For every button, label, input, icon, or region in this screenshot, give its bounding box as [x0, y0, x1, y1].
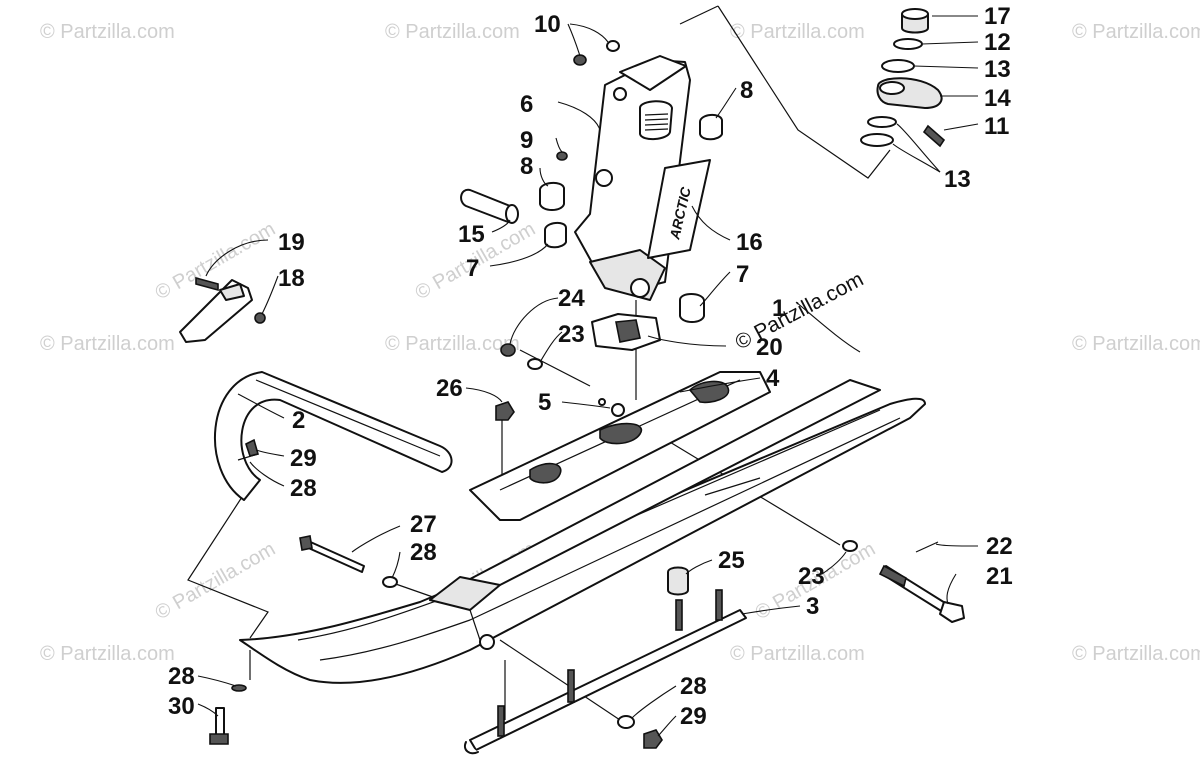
lower-hardware: [209, 684, 663, 749]
callout-8: 8: [520, 153, 533, 180]
callout-10: 10: [534, 11, 561, 38]
callout-5: 5: [538, 389, 551, 416]
leader-lines: [197, 15, 979, 737]
watermark-text: © Partzilla.com: [40, 333, 175, 355]
ski-loop: [214, 371, 453, 501]
callout-17: 17: [984, 3, 1011, 30]
saddle-hardware: [495, 343, 543, 421]
callout-labels: 10 17 12 13 14 11 13 8 6 9 8 15 16 7 7 1…: [168, 3, 1013, 730]
callout-3: 3: [806, 593, 819, 620]
ski: [239, 379, 926, 684]
callout-20: 20: [756, 334, 783, 361]
side-bracket: [179, 276, 266, 343]
callout-24: 24: [558, 285, 585, 312]
callout-27: 27: [410, 511, 437, 538]
callout-13: 13: [984, 56, 1011, 83]
callout-14: 14: [984, 85, 1011, 112]
callout-2: 2: [292, 407, 305, 434]
bolt-assembly: [842, 540, 965, 623]
callout-29: 29: [290, 445, 317, 472]
callout-19: 19: [278, 229, 305, 256]
callout-11: 11: [984, 113, 1009, 140]
watermark-text: © Partzilla.com: [152, 218, 280, 304]
watermark-text: © Partzilla.com: [152, 538, 280, 624]
watermark-text: © Partzilla.com: [40, 21, 175, 43]
ski-saddle: [469, 371, 771, 521]
callout-28: 28: [290, 475, 317, 502]
spacer-block: [591, 313, 661, 351]
callout-23: 23: [558, 321, 585, 348]
callout-28: 28: [680, 673, 707, 700]
callout-22: 22: [986, 533, 1013, 560]
callout-28: 28: [410, 539, 437, 566]
callout-13: 13: [944, 166, 971, 193]
steering-arm-clamp: [860, 8, 946, 148]
callout-1: 1: [772, 295, 785, 322]
upper-hardware: [539, 40, 723, 211]
wear-bar: [464, 566, 747, 755]
watermark-text: © Partzilla.com: [1072, 333, 1200, 355]
callout-29: 29: [680, 703, 707, 730]
callout-28: 28: [168, 663, 195, 690]
watermark-text: © Partzilla.com: [730, 21, 865, 43]
watermark-text: © Partzilla.com: [1072, 21, 1200, 43]
callout-15: 15: [458, 221, 485, 248]
callout-26: 26: [436, 375, 463, 402]
watermark-text: © Partzilla.com: [40, 643, 175, 665]
decal: ARCTIC: [647, 159, 711, 259]
watermark-text: © Partzilla.com: [385, 21, 520, 43]
callout-12: 12: [984, 29, 1011, 56]
callout-9: 9: [520, 127, 533, 154]
callout-8: 8: [740, 77, 753, 104]
callout-21: 21: [986, 563, 1013, 590]
callout-7: 7: [466, 255, 479, 282]
callout-4: 4: [766, 365, 780, 392]
callout-30: 30: [168, 693, 195, 720]
callout-6: 6: [520, 91, 533, 118]
callout-23: 23: [798, 563, 825, 590]
watermark-center: © Partzilla.com: [732, 268, 868, 355]
callout-18: 18: [278, 265, 305, 292]
watermark-text: © Partzilla.com: [730, 643, 865, 665]
callout-16: 16: [736, 229, 763, 256]
pivot-bolt: [299, 535, 398, 588]
watermark-text: © Partzilla.com: [1072, 643, 1200, 665]
watermark-text: © Partzilla.com: [385, 333, 520, 355]
callout-7: 7: [736, 261, 749, 288]
callout-25: 25: [718, 547, 745, 574]
